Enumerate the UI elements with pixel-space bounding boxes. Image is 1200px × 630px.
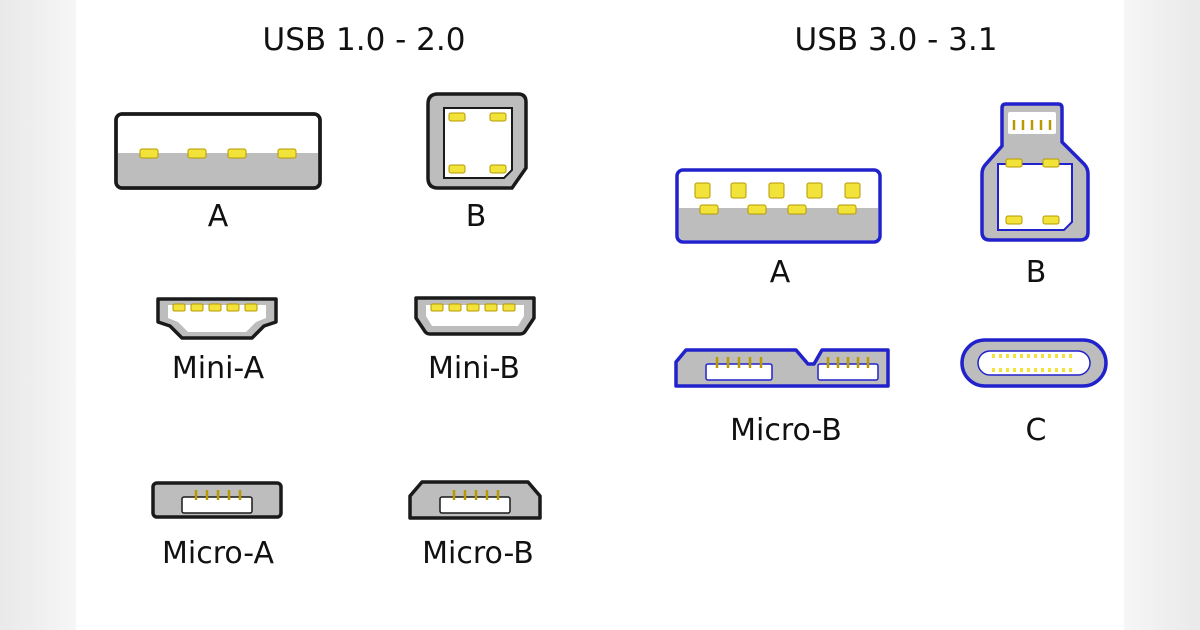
- usb3-micro-b-connector-icon: [674, 348, 890, 388]
- label-usb3-b: B: [1026, 255, 1047, 290]
- label-usb-c: C: [1026, 413, 1047, 448]
- usb2-mini-a-connector-icon: [156, 297, 278, 340]
- heading-usb3: USB 3.0 - 3.1: [795, 22, 998, 58]
- label-usb2-mini-b: Mini-B: [428, 351, 520, 386]
- label-usb2-mini-a: Mini-A: [172, 351, 265, 386]
- diagram-panel: USB 1.0 - 2.0 USB 3.0 - 3.1 A: [76, 0, 1124, 630]
- label-usb2-micro-b: Micro-B: [422, 536, 534, 571]
- usb-connector-diagram: USB 1.0 - 2.0 USB 3.0 - 3.1 A: [114, 22, 1108, 571]
- usb3-type-b-connector-icon: [980, 102, 1090, 242]
- label-usb3-micro-b: Micro-B: [730, 413, 842, 448]
- label-usb2-b: B: [466, 199, 487, 234]
- usb-type-c-connector-icon: [960, 338, 1108, 388]
- right-margin: [1124, 0, 1200, 630]
- usb2-mini-b-connector-icon: [414, 296, 536, 336]
- usb2-type-a-connector-icon: [114, 112, 322, 190]
- usb2-type-b-connector-icon: [426, 92, 528, 190]
- label-usb2-micro-a: Micro-A: [162, 536, 274, 571]
- usb3-type-a-connector-icon: [675, 168, 882, 244]
- label-usb2-a: A: [208, 199, 229, 234]
- left-margin: [0, 0, 76, 630]
- usb2-micro-a-connector-icon: [151, 481, 283, 519]
- usb2-micro-b-connector-icon: [408, 480, 542, 520]
- label-usb3-a: A: [770, 255, 791, 290]
- heading-usb2: USB 1.0 - 2.0: [263, 22, 466, 58]
